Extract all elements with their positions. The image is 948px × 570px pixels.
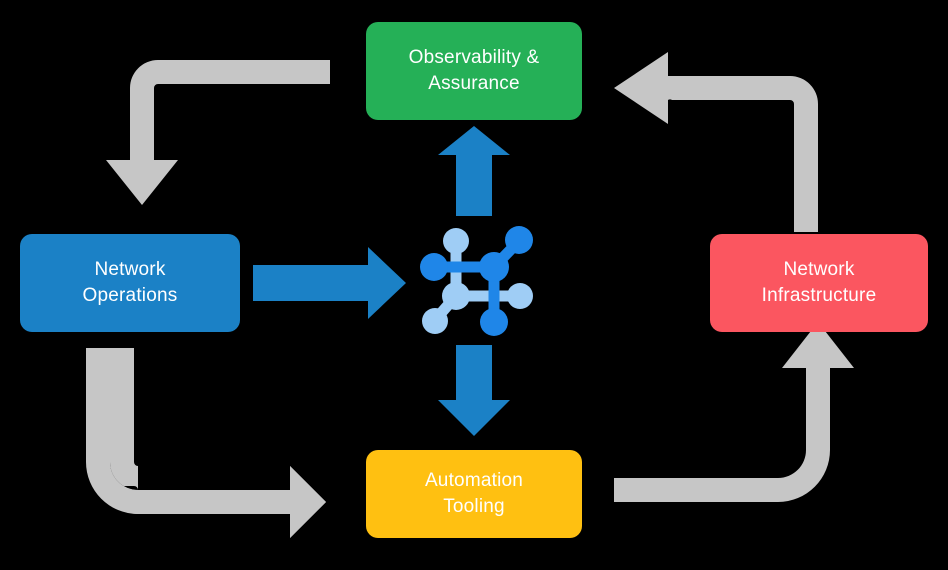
box-automation-label: Automation Tooling (425, 468, 523, 519)
blue-arrow-right (253, 247, 406, 319)
box-infrastructure-label: Network Infrastructure (762, 257, 877, 308)
gray-elbow-arrow-top-right (614, 52, 818, 232)
box-operations-line2: Operations (82, 285, 178, 306)
box-operations-line1: Network (94, 259, 166, 281)
topology-node-top-right (505, 226, 533, 254)
box-infrastructure-line2: Infrastructure (761, 285, 877, 306)
box-observability-label: Observability & Assurance (409, 45, 540, 96)
box-network-operations[interactable]: Network Operations (20, 234, 240, 332)
box-operations-label: Network Operations (83, 257, 178, 308)
blue-arrow-down (438, 345, 510, 436)
topology-node-right-low (507, 283, 533, 309)
box-observability-line1: Observability & (408, 47, 540, 69)
topology-node-bottom (480, 308, 508, 336)
topology-node-hub (479, 252, 509, 282)
box-automation-line2: Tooling (443, 496, 505, 517)
gray-elbow-arrow-top-left (106, 60, 330, 205)
topology-node-bottom-left (422, 308, 448, 334)
box-network-infrastructure[interactable]: Network Infrastructure (710, 234, 928, 332)
topology-node-center-low (442, 282, 470, 310)
box-observability-assurance[interactable]: Observability & Assurance (366, 22, 582, 120)
box-observability-line2: Assurance (428, 73, 520, 94)
topology-node-top-left (443, 228, 469, 254)
topology-node-left (420, 253, 448, 281)
blue-arrow-up (438, 126, 510, 216)
box-automation-line1: Automation (424, 470, 524, 492)
gray-elbow-arrow-bottom-right (614, 322, 854, 502)
network-topology-icon (420, 226, 533, 336)
box-automation-tooling[interactable]: Automation Tooling (366, 450, 582, 538)
box-infrastructure-line1: Network (783, 259, 855, 281)
gray-elbow-arrow-bottom-left (86, 348, 326, 538)
